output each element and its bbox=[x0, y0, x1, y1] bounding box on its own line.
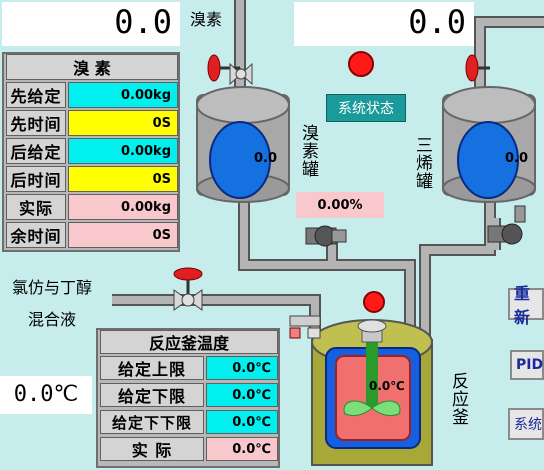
bromine-tank-reading: 0.0 bbox=[254, 151, 278, 166]
row-key: 给定上限 bbox=[100, 356, 204, 380]
actual-temp-value: 0.0℃ bbox=[206, 437, 278, 461]
left-temperature-readout: 0.0℃ bbox=[0, 376, 92, 414]
triene-inlet-valve[interactable] bbox=[460, 52, 500, 92]
row-key: 实 际 bbox=[100, 437, 204, 461]
post-setpoint-value[interactable]: 0.00kg bbox=[68, 138, 178, 164]
lower-lower-limit-value[interactable]: 0.0℃ bbox=[206, 410, 278, 434]
pre-time-value[interactable]: 0S bbox=[68, 110, 178, 136]
restart-button[interactable]: 重新 bbox=[508, 284, 544, 327]
reactor-inlet-valve[interactable] bbox=[288, 314, 322, 340]
temp-panel-title: 反应釜温度 bbox=[100, 330, 278, 354]
row-key: 后给定 bbox=[6, 138, 66, 164]
bromine-panel-title: 溴 素 bbox=[6, 54, 178, 80]
row-key: 实际 bbox=[6, 194, 66, 220]
bromine-pipe-label: 溴素 bbox=[190, 10, 223, 29]
row-key: 给定下限 bbox=[100, 383, 204, 407]
actual-value: 0.00kg bbox=[68, 194, 178, 220]
row-key: 先时间 bbox=[6, 110, 66, 136]
mixture-label-2: 混合液 bbox=[28, 310, 77, 329]
system-button[interactable]: 系统 bbox=[508, 408, 544, 440]
row-key: 后时间 bbox=[6, 166, 66, 192]
post-time-value[interactable]: 0S bbox=[68, 166, 178, 192]
triene-pump bbox=[487, 205, 526, 245]
bromine-tank-percent: 0.00% bbox=[296, 192, 384, 218]
system-status-indicator-icon bbox=[348, 51, 374, 77]
bromine-inlet-valve-body[interactable] bbox=[228, 62, 254, 86]
mixture-valve[interactable] bbox=[166, 266, 210, 314]
triene-tank-reading: 0.0 bbox=[505, 151, 529, 166]
bromine-pump bbox=[305, 225, 347, 247]
reactor-vessel bbox=[311, 319, 433, 466]
bromine-tank-label: 溴素罐 bbox=[298, 124, 318, 178]
triene-weight-readout: 0.0 bbox=[294, 2, 474, 46]
reactor-temperature-reading: 0.0℃ bbox=[369, 379, 405, 393]
reactor-indicator-icon bbox=[363, 291, 385, 313]
system-status-button[interactable]: 系统状态 bbox=[326, 94, 406, 122]
reactor-label: 反应釜 bbox=[448, 372, 468, 426]
triene-tank bbox=[442, 86, 536, 203]
pid-button[interactable]: PID bbox=[510, 350, 544, 380]
remaining-time-value: 0S bbox=[68, 222, 178, 248]
row-key: 先给定 bbox=[6, 82, 66, 108]
bromine-tank bbox=[196, 86, 290, 203]
triene-tank-label: 三烯罐 bbox=[412, 136, 432, 190]
row-key: 给定下下限 bbox=[100, 410, 204, 434]
lower-limit-value[interactable]: 0.0℃ bbox=[206, 383, 278, 407]
pre-setpoint-value[interactable]: 0.00kg bbox=[68, 82, 178, 108]
row-key: 余时间 bbox=[6, 222, 66, 248]
bromine-weight-readout: 0.0 bbox=[2, 2, 180, 46]
upper-limit-value[interactable]: 0.0℃ bbox=[206, 356, 278, 380]
mixture-label: 氯仿与丁醇 bbox=[12, 278, 93, 297]
